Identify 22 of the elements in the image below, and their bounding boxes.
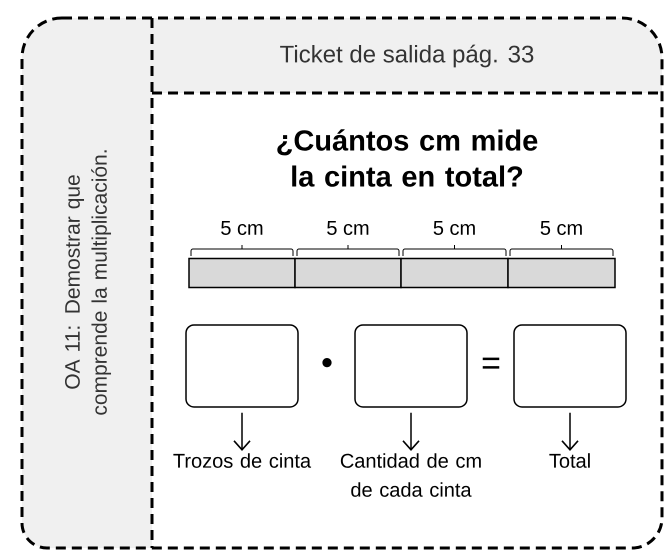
arrow	[561, 412, 579, 451]
answer-caption: Total	[549, 453, 590, 468]
tape-segment	[188, 258, 296, 288]
arrow	[402, 412, 420, 451]
answer-caption: Cantidad de cm de cada cinta	[340, 453, 481, 497]
segment-length-label: 5 cm	[221, 221, 262, 235]
segment-length-label: 5 cm	[434, 221, 475, 235]
tape-segment	[507, 258, 616, 288]
tape-segment	[400, 258, 509, 288]
segment-length-label: 5 cm	[540, 221, 582, 235]
title: ¿Cuántos cm mide la cinta en total?	[277, 129, 538, 187]
answer-box	[185, 324, 299, 408]
multiplication-dot: •	[322, 358, 332, 368]
answer-caption: Trozos de cinta	[173, 453, 312, 468]
header-band: Ticket de salida pág. 33	[152, 18, 662, 93]
answer-box	[354, 324, 468, 408]
equals-sign: =	[482, 358, 500, 369]
answer-box	[513, 324, 627, 408]
arrow	[233, 412, 251, 451]
tape-segment	[294, 258, 402, 288]
side-band: OA 11: Demostrar que comprende la multiplicación.	[22, 18, 152, 548]
segment-length-label: 5 cm	[327, 221, 368, 235]
